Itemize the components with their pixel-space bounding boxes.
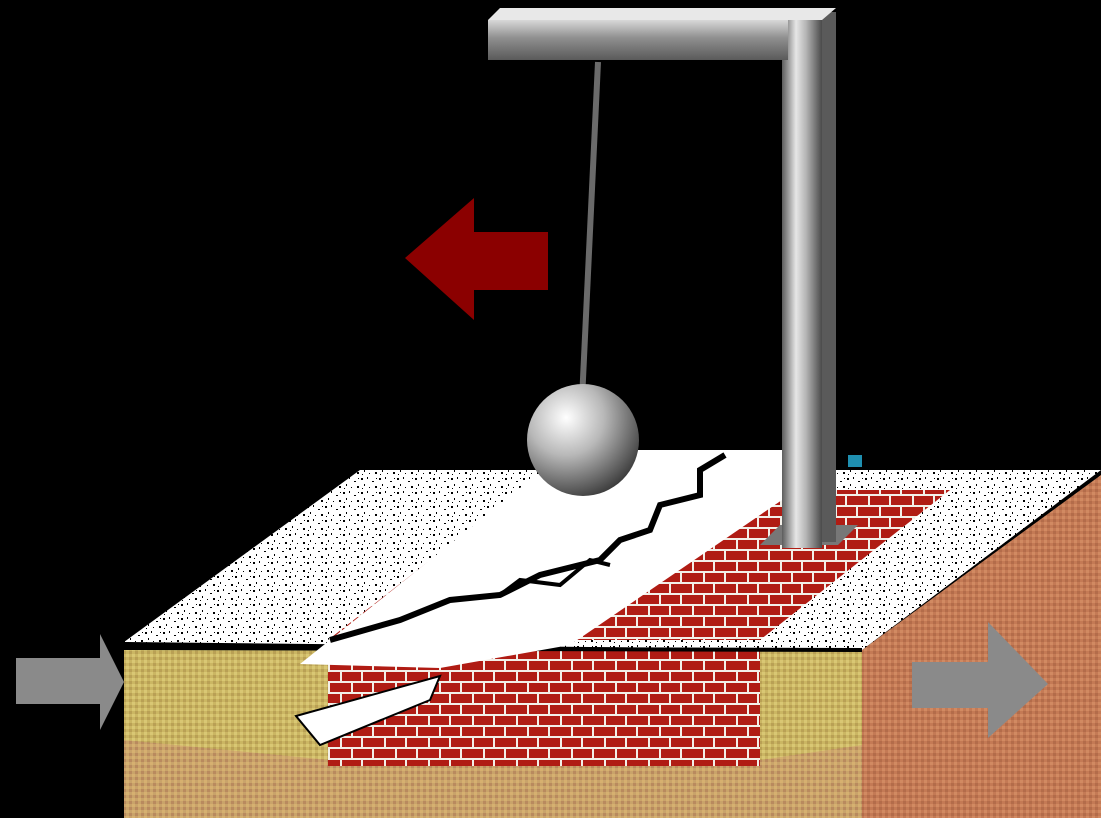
soil-layer-right — [760, 650, 862, 760]
left-arrow-icon — [405, 198, 548, 320]
right-arrow-icon — [16, 634, 124, 730]
frame-top-bar-edge — [488, 8, 836, 20]
pendulum-string — [582, 62, 598, 400]
frame-post — [782, 20, 822, 548]
frame-top-bar — [488, 20, 788, 60]
frame-marker — [848, 455, 862, 467]
frame-post-edge — [822, 12, 836, 542]
pendulum-ball — [527, 384, 639, 496]
